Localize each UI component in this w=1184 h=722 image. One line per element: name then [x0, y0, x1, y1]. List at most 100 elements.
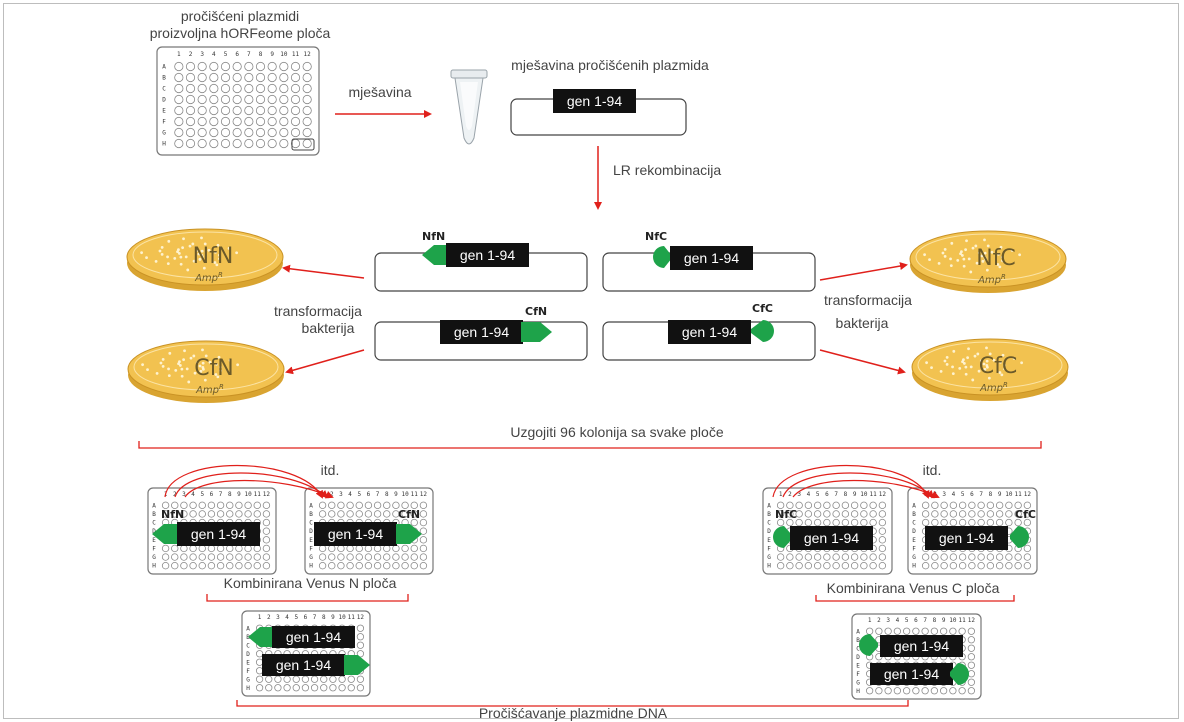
plate-col-label: 11	[411, 491, 419, 498]
well	[232, 127, 242, 138]
plate-row-label: F	[856, 671, 860, 678]
plate-col-label: 6	[304, 614, 308, 621]
well	[977, 518, 985, 527]
well	[949, 553, 958, 561]
well	[346, 553, 354, 561]
well	[244, 553, 252, 561]
arrow-to-nfc-dish	[819, 262, 908, 281]
well	[279, 138, 289, 149]
well	[968, 562, 976, 570]
plate-row-label: C	[246, 642, 250, 649]
well	[832, 501, 840, 509]
plate-col-label: 9	[853, 491, 857, 498]
source-plate-title-line2: proizvoljna hORFeome ploča	[150, 25, 331, 41]
plate-row-label: F	[767, 545, 771, 552]
well	[1023, 501, 1032, 509]
well	[804, 553, 813, 561]
plate-tag-nfc: NfC	[775, 508, 797, 521]
well	[209, 138, 219, 149]
well	[869, 510, 877, 518]
well	[262, 536, 271, 544]
plasmid-nfn: gen 1-94 NfN	[374, 230, 588, 292]
well	[209, 72, 219, 83]
plate-row-label: G	[309, 554, 313, 561]
plate-row-label: H	[246, 685, 250, 692]
well	[823, 518, 831, 527]
well	[220, 116, 231, 127]
well	[279, 83, 289, 94]
plate-row-label: B	[856, 637, 860, 644]
plate-col-label: 5	[905, 617, 909, 624]
well	[198, 562, 206, 570]
well	[776, 518, 785, 527]
plate-col-label: 5	[961, 491, 965, 498]
well	[318, 553, 327, 561]
transform-right-line2: bakterija	[836, 315, 889, 331]
plate-col-label: 4	[191, 491, 195, 498]
well	[878, 510, 887, 518]
well	[841, 518, 850, 527]
well	[216, 510, 225, 518]
plate-row-label: A	[912, 502, 916, 509]
plate-row-label: H	[856, 688, 860, 695]
plate-col-label: 7	[247, 51, 251, 58]
well	[290, 94, 301, 105]
well	[841, 510, 850, 518]
plate-row-label: G	[246, 676, 250, 683]
venus-n-tag-icon	[396, 524, 422, 544]
gene-label: gen 1-94	[804, 530, 859, 546]
well	[161, 501, 170, 509]
plate-row-label: F	[912, 545, 916, 552]
well	[364, 501, 373, 509]
plate-col-label: 3	[339, 491, 343, 498]
plate-col-label: 9	[331, 614, 335, 621]
plate-col-label: 8	[228, 491, 232, 498]
venus-c-tag-icon	[859, 634, 878, 656]
plate-row-label: A	[152, 502, 156, 509]
well	[419, 527, 428, 535]
well	[185, 61, 196, 72]
well	[262, 518, 271, 527]
plate-row-label: F	[309, 545, 313, 552]
plate-col-label: 8	[989, 491, 993, 498]
plate-col-label: 7	[979, 491, 983, 498]
well	[198, 501, 206, 509]
well	[267, 105, 277, 116]
well	[967, 661, 976, 669]
well	[949, 687, 957, 695]
plate-row-label: G	[767, 554, 771, 561]
plate-row-label: C	[856, 645, 860, 652]
well	[401, 553, 409, 561]
well	[841, 562, 850, 570]
well	[267, 116, 277, 127]
well	[804, 518, 813, 527]
well	[197, 94, 207, 105]
well	[949, 501, 958, 509]
gene-label: gen 1-94	[682, 324, 737, 340]
well	[1023, 553, 1032, 561]
well	[930, 687, 939, 695]
well	[1005, 501, 1013, 509]
well	[986, 501, 995, 509]
well	[401, 544, 409, 553]
well	[320, 675, 328, 683]
well	[253, 553, 261, 561]
plate-col-label: 11	[254, 491, 262, 498]
well	[410, 510, 418, 518]
well	[253, 562, 261, 570]
plate-col-label: 4	[896, 617, 900, 624]
well	[189, 501, 197, 509]
plate-col-label: 3	[797, 491, 801, 498]
well	[302, 83, 312, 94]
gene-label: gen 1-94	[286, 629, 341, 645]
well	[197, 116, 207, 127]
well	[902, 687, 911, 695]
well	[878, 562, 887, 570]
well	[977, 510, 985, 518]
well	[931, 510, 939, 518]
dish-label: NfC	[976, 246, 1016, 271]
well	[977, 553, 985, 561]
plate-col-label: 12	[1024, 491, 1032, 498]
